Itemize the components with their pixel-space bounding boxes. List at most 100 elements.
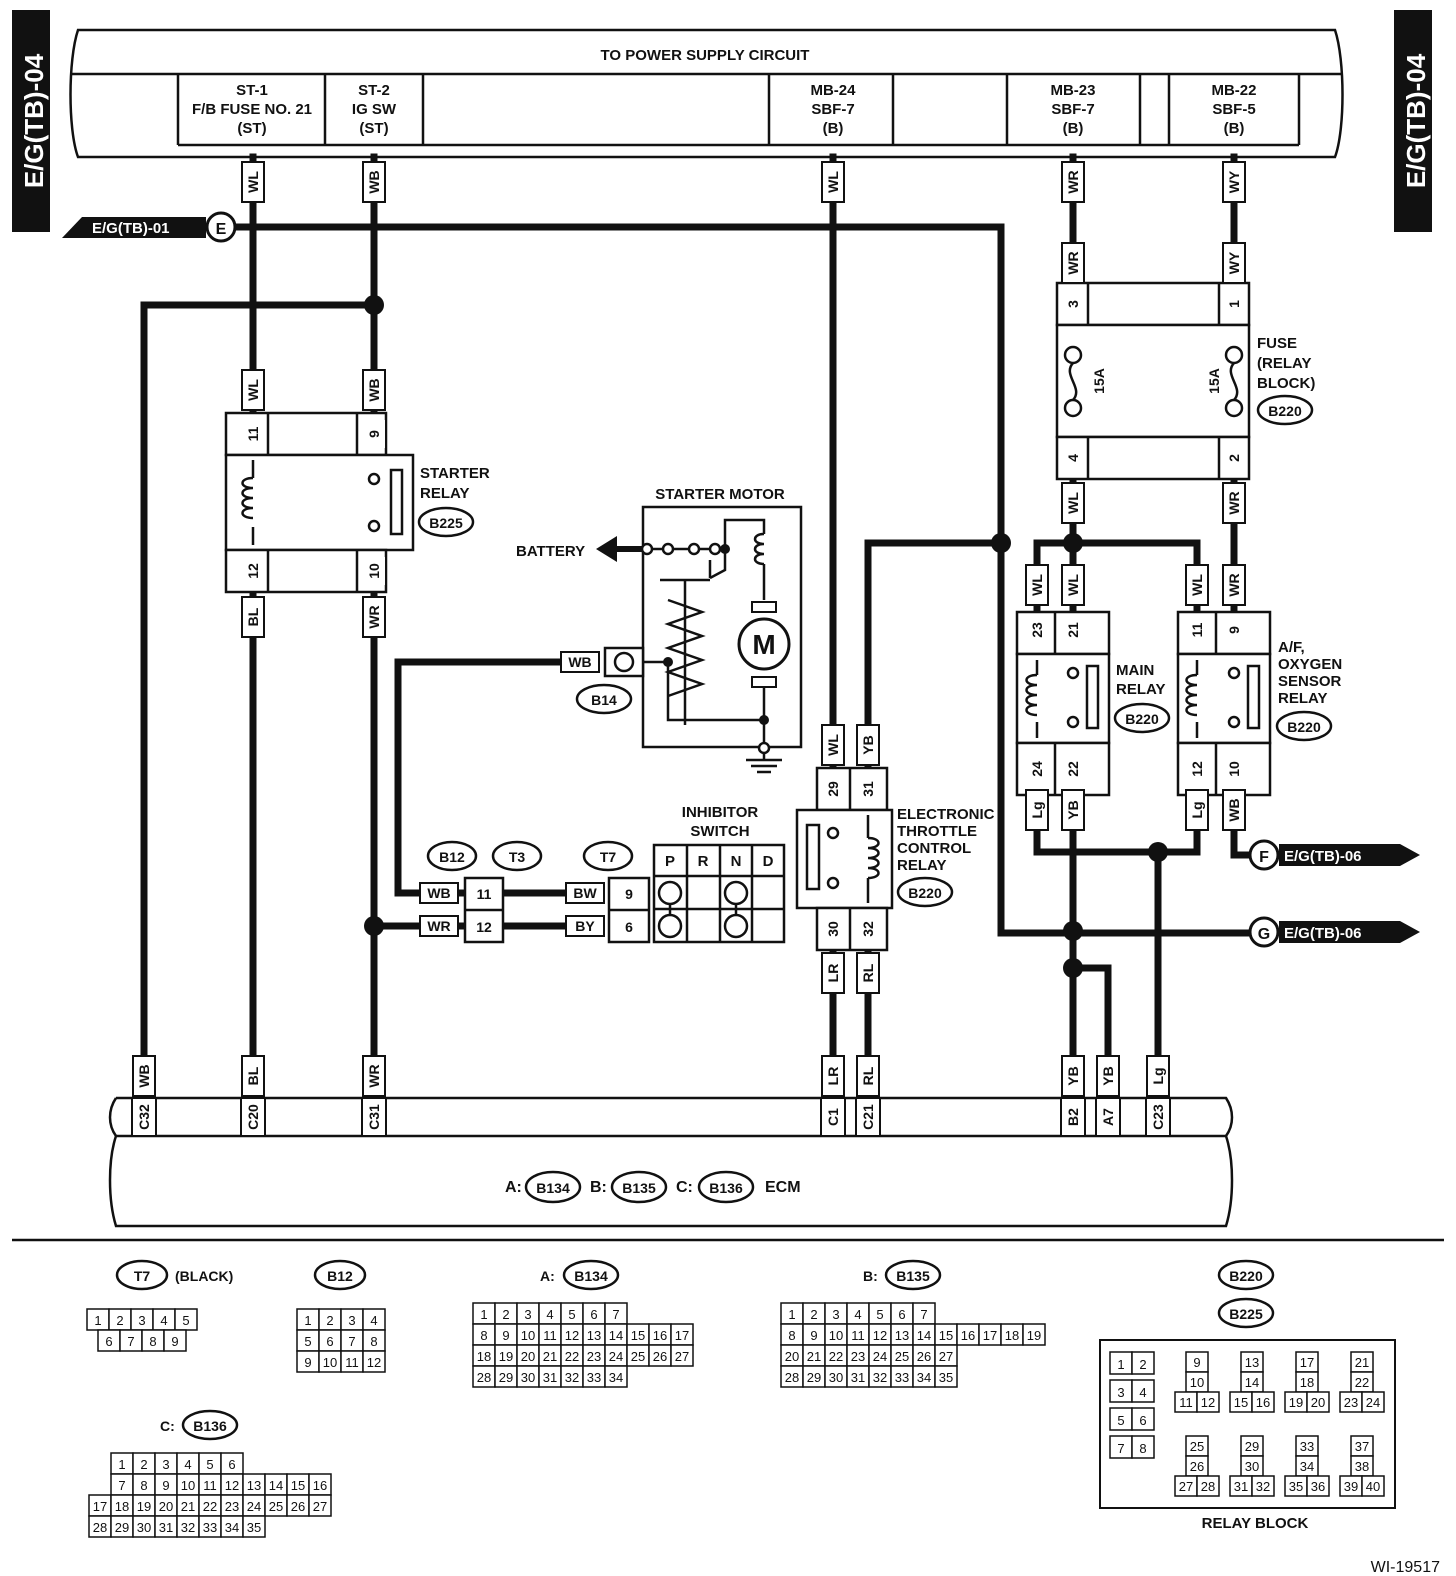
wire-label-mb22: WY <box>1226 170 1242 193</box>
wire-label-ecm_b2: YB <box>1065 1066 1081 1085</box>
svg-text:B135: B135 <box>622 1180 656 1196</box>
wire-label-af_in_r: WR <box>1226 573 1242 596</box>
b136-pin: 19 <box>137 1499 151 1514</box>
pin-sr_out_l: 12 <box>245 563 261 579</box>
b134-pin: 17 <box>675 1328 689 1343</box>
svg-text:12: 12 <box>476 919 492 935</box>
throttle-control-relay: ELECTRONIC THROTTLE CONTROL RELAY B220 <box>795 766 995 952</box>
relay-pin: 20 <box>1311 1395 1325 1410</box>
relay-pin: 14 <box>1245 1375 1259 1390</box>
svg-text:B12: B12 <box>439 849 465 865</box>
b135-pin: 19 <box>1027 1328 1041 1343</box>
relay-pin: 1 <box>1117 1357 1124 1372</box>
b136-pin: 28 <box>93 1520 107 1535</box>
wire-label-sr_out_l: BL <box>245 607 261 626</box>
relay-pin: 7 <box>1117 1441 1124 1456</box>
b136-pin: 11 <box>203 1478 217 1493</box>
relay-pin: 28 <box>1201 1479 1215 1494</box>
b135-pin: 3 <box>832 1307 839 1322</box>
pin-fuse_in_l: 3 <box>1065 300 1081 308</box>
b12-pin: 5 <box>304 1334 311 1349</box>
b135-pin: 26 <box>917 1349 931 1364</box>
b135-pin: 2 <box>810 1307 817 1322</box>
af-oxygen-sensor-relay: A/F, OXYGEN SENSOR RELAY B220 <box>1176 610 1342 797</box>
b134-pin: 30 <box>521 1370 535 1385</box>
b134-pin: 9 <box>502 1328 509 1343</box>
svg-text:ST-1: ST-1 <box>236 82 268 99</box>
ecm-pin-ecm_a7: A7 <box>1100 1108 1116 1126</box>
svg-text:(B): (B) <box>823 120 844 137</box>
b134-pin: 12 <box>565 1328 579 1343</box>
relay-pin: 37 <box>1355 1439 1369 1454</box>
b135-pin: 7 <box>920 1307 927 1322</box>
svg-text:9: 9 <box>625 886 633 902</box>
ecm-pin-ecm_c32: C32 <box>136 1104 152 1130</box>
wire-label-af_out_l: Lg <box>1189 801 1205 818</box>
b135-pin: 23 <box>851 1349 865 1364</box>
wire-label-af_in_l: WL <box>1189 574 1205 596</box>
b136-pin: 33 <box>203 1520 217 1535</box>
svg-text:INHIBITOR: INHIBITOR <box>682 804 759 821</box>
right-page-tab: E/G(TB)-04 <box>1394 10 1432 232</box>
relay-pin: 21 <box>1355 1355 1369 1370</box>
b136-pin: 12 <box>225 1478 239 1493</box>
b134-pin: 1 <box>480 1307 487 1322</box>
svg-text:B136: B136 <box>193 1418 227 1434</box>
left-page-ref: E/G(TB)-04 <box>19 53 49 188</box>
b136-pin: 21 <box>181 1499 195 1514</box>
b136-pin: 32 <box>181 1520 195 1535</box>
b134-pin: 3 <box>524 1307 531 1322</box>
b12-pin: 3 <box>348 1313 355 1328</box>
svg-text:B225: B225 <box>1229 1306 1263 1322</box>
svg-text:T7: T7 <box>600 849 617 865</box>
svg-text:B220: B220 <box>908 885 942 901</box>
svg-text:N: N <box>731 853 742 870</box>
b134-pin: 21 <box>543 1349 557 1364</box>
relay-pin: 11 <box>1179 1395 1193 1410</box>
svg-text:SWITCH: SWITCH <box>690 823 749 840</box>
svg-text:RELAY: RELAY <box>897 857 946 874</box>
b134-pin: 7 <box>612 1307 619 1322</box>
b134-pin: 18 <box>477 1349 491 1364</box>
connector-g: G E/G(TB)-06 <box>1248 916 1420 948</box>
b136-pin: 24 <box>247 1499 261 1514</box>
svg-text:C:: C: <box>676 1179 693 1196</box>
svg-text:M: M <box>752 629 775 660</box>
ecm-pin-ecm_c31: C31 <box>366 1104 382 1130</box>
relay-pin: 16 <box>1256 1395 1270 1410</box>
pin-tr_out_r: 32 <box>860 921 876 937</box>
svg-text:A/F,: A/F, <box>1278 639 1305 656</box>
svg-text:A:: A: <box>505 1179 522 1196</box>
wire-label-st1: WL <box>245 171 261 193</box>
b12-pin: 7 <box>348 1334 355 1349</box>
b136-pin: 14 <box>269 1478 283 1493</box>
svg-text:P: P <box>665 853 675 870</box>
power-supply-title: TO POWER SUPPLY CIRCUIT <box>601 47 810 64</box>
b135-pin: 33 <box>895 1370 909 1385</box>
t7-pin: 1 <box>94 1313 101 1328</box>
wire-label-tr_in_r: YB <box>860 735 876 754</box>
t7-pin: 8 <box>149 1334 156 1349</box>
b12-pin: 12 <box>367 1355 381 1370</box>
wire-label-ecm_c23: Lg <box>1150 1067 1166 1084</box>
relay-pin: 13 <box>1245 1355 1259 1370</box>
b12-pin: 1 <box>304 1313 311 1328</box>
b135-pin: 24 <box>873 1349 887 1364</box>
b135-pin: 15 <box>939 1328 953 1343</box>
b135-pin: 13 <box>895 1328 909 1343</box>
b135-pin: 10 <box>829 1328 843 1343</box>
b134-pin: 2 <box>502 1307 509 1322</box>
junctions <box>364 295 1168 978</box>
svg-text:F/B FUSE NO. 21: F/B FUSE NO. 21 <box>192 101 312 118</box>
b136-pin: 26 <box>291 1499 305 1514</box>
svg-text:B:: B: <box>590 1179 607 1196</box>
pin-af_in_l: 11 <box>1189 622 1205 637</box>
inhibitor-switch: INHIBITOR SWITCH P R N D 11 12 9 6 B12 T… <box>426 804 786 944</box>
b134-pin: 15 <box>631 1328 645 1343</box>
t7-pin: 7 <box>127 1334 134 1349</box>
wire-label-sr_out_r: WR <box>366 605 382 628</box>
b136-pin: 20 <box>159 1499 173 1514</box>
